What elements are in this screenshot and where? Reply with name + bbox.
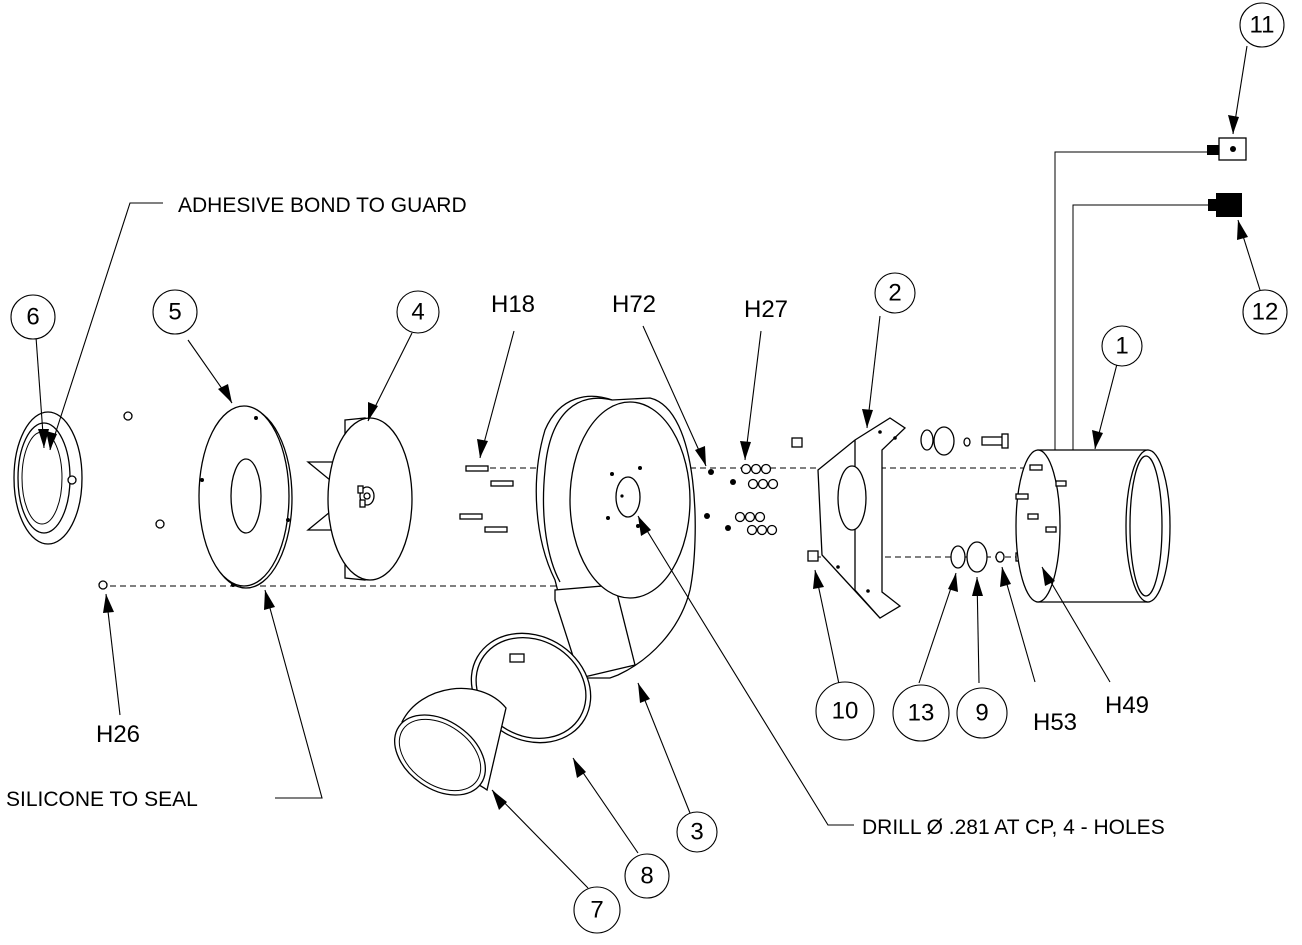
h27-h72-hardware: [704, 437, 803, 536]
leader-lines: [35, 45, 1261, 889]
balloon-12: 12: [1242, 289, 1288, 335]
note-adhesive-bond: ADHESIVE BOND TO GUARD: [178, 194, 467, 217]
balloon-8: 8: [624, 853, 670, 899]
part-2-motor-bracket: [807, 417, 907, 619]
part-3-blower-housing: [535, 395, 696, 679]
balloon-7: 7: [573, 886, 621, 934]
loose-nuts: [98, 411, 165, 590]
balloon-2: 2: [874, 272, 916, 314]
motor-wire-leads: [1054, 151, 1210, 450]
balloon-3: 3: [676, 811, 718, 853]
note-drill-holes: DRILL Ø .281 AT CP, 4 - HOLES: [862, 816, 1165, 839]
part-6-guard-ring: [13, 411, 83, 545]
part-5-inlet-plate: [198, 405, 293, 589]
balloon-5-label: 5: [168, 299, 181, 326]
balloon-7-label: 7: [590, 897, 603, 924]
balloon-3-label: 3: [690, 819, 703, 846]
balloon-8-label: 8: [640, 863, 653, 890]
balloon-11: 11: [1239, 2, 1285, 48]
balloon-12-label: 12: [1252, 299, 1279, 326]
balloon-10: 10: [815, 681, 875, 741]
balloon-9: 9: [956, 687, 1008, 739]
balloon-10-label: 10: [832, 698, 859, 725]
part-12-connector: [1208, 193, 1242, 217]
part-11-connector: [1207, 137, 1247, 161]
hardware-label-h53: H53: [1033, 709, 1077, 736]
balloon-6: 6: [10, 294, 56, 340]
hardware-label-h26: H26: [96, 721, 140, 748]
part-7-sleeve: [393, 687, 507, 796]
part-1-motor: [1015, 449, 1171, 603]
balloon-11-label: 11: [1250, 12, 1275, 39]
balloon-4: 4: [396, 290, 440, 334]
balloon-4-label: 4: [411, 299, 424, 326]
hardware-label-h27: H27: [744, 296, 788, 323]
leader-arrowheads: [38, 115, 1248, 810]
balloon-2-label: 2: [888, 280, 901, 307]
hardware-label-h18: H18: [491, 291, 535, 318]
upper-washers: [920, 426, 1009, 456]
h18-bolts: [459, 465, 514, 533]
balloon-1-label: 1: [1115, 333, 1128, 360]
balloon-6-label: 6: [26, 304, 39, 331]
balloon-13-label: 13: [908, 700, 935, 727]
balloon-1: 1: [1101, 325, 1143, 367]
balloon-5: 5: [152, 289, 198, 335]
hardware-label-h49: H49: [1105, 692, 1149, 719]
part-4-blower-wheel: [306, 417, 413, 581]
balloon-13: 13: [892, 684, 950, 742]
balloon-9-label: 9: [975, 700, 988, 727]
hardware-label-h72: H72: [612, 291, 656, 318]
note-silicone-seal: SILICONE TO SEAL: [6, 788, 198, 811]
